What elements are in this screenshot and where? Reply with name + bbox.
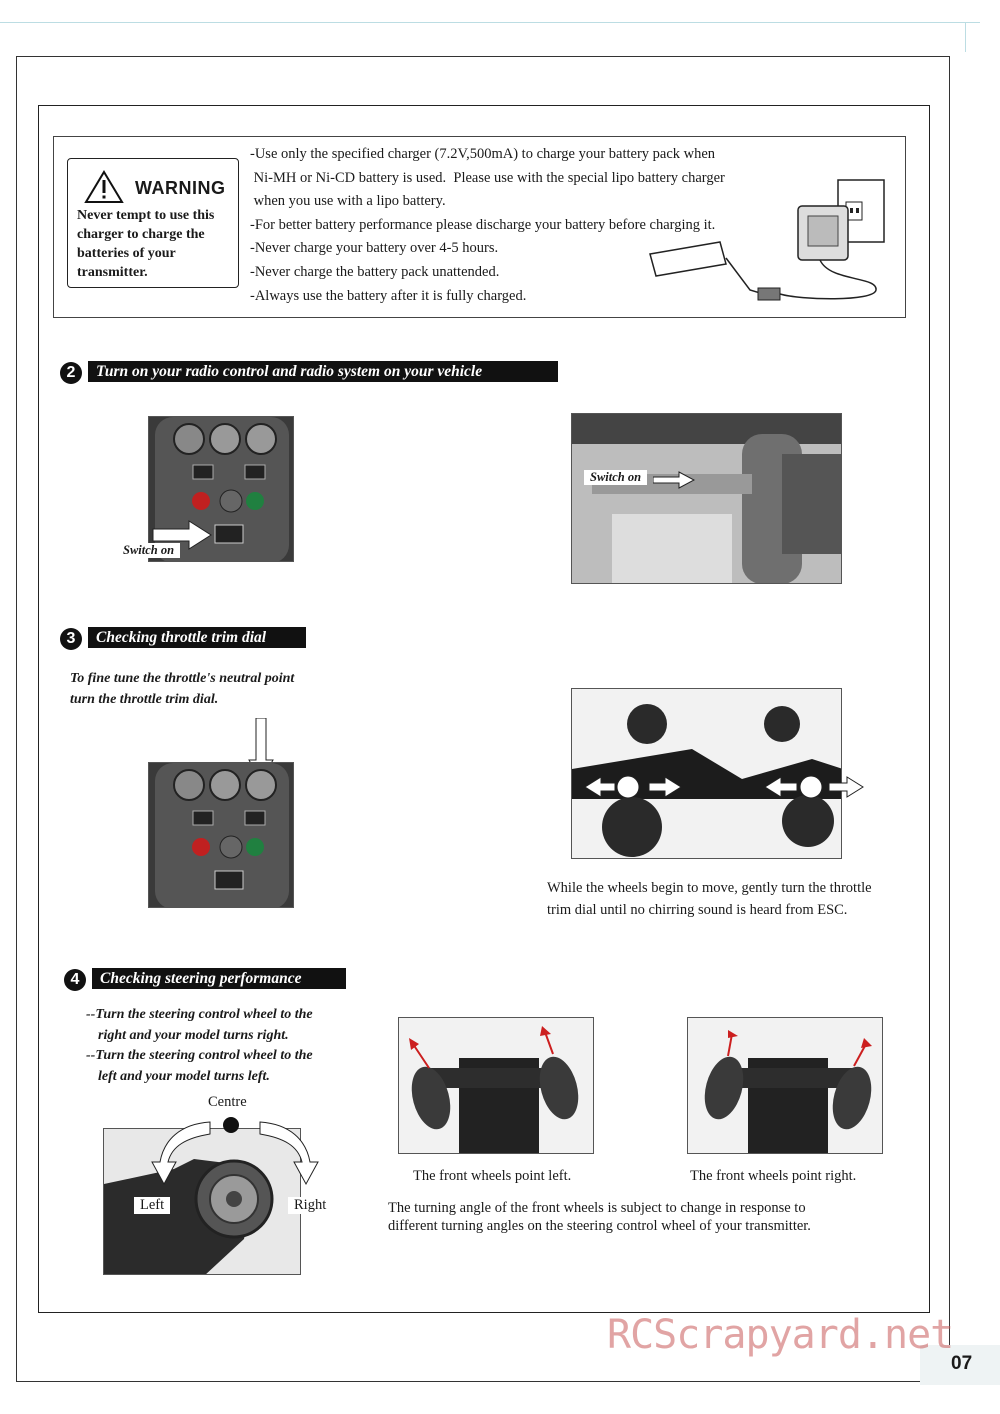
section-number-3: 3 — [60, 628, 82, 650]
warning-sign — [67, 158, 239, 288]
instruction-line: when you use with a lipo battery. — [250, 193, 446, 210]
instruction-line: -Never charge the battery pack unattende… — [250, 263, 500, 280]
wheel-direction-arrows — [585, 775, 864, 799]
instruction-line: -Never charge your battery over 4-5 hour… — [250, 240, 499, 257]
throttle-instruction-line-1: To fine tune the throttle's neutral poin… — [70, 671, 295, 686]
warning-title: WARNING — [135, 178, 226, 198]
centre-dot-icon — [223, 1117, 239, 1133]
steering-rotation-arrows — [151, 1117, 319, 1186]
vehicle-switch-photo — [571, 413, 842, 584]
section-title-3: Checking throttle trim dial — [88, 627, 306, 648]
page-corner-rule — [965, 22, 967, 52]
instruction-line: -Use only the specified charger (7.2V,50… — [250, 146, 716, 162]
transmitter-photo — [148, 416, 294, 562]
section-number-2: 2 — [60, 362, 82, 384]
switch-on-label-vehicle: Switch on — [584, 470, 648, 485]
left-label: Left — [134, 1197, 171, 1214]
throttle-caption-line-2: trim dial until no chirring sound is hea… — [547, 902, 848, 918]
steering-note-line-1: The turning angle of the front wheels is… — [388, 1200, 806, 1216]
switch-on-label-transmitter: Switch on — [117, 543, 181, 558]
steering-wheel-photo — [103, 1128, 301, 1275]
throttle-instruction-line-2: turn the throttle trim dial. — [70, 692, 219, 707]
throttle-caption-line-1: While the wheels begin to move, gently t… — [547, 880, 872, 896]
steering-step-line: left and your model turns left. — [98, 1069, 270, 1084]
caption-wheels-right: The front wheels point right. — [690, 1168, 857, 1184]
section-title-2: Turn on your radio control and radio sys… — [88, 361, 558, 382]
section-number-4: 4 — [64, 969, 86, 991]
wheels-left-photo — [398, 1017, 594, 1154]
page-number: 07 — [951, 1353, 973, 1374]
section-title-4: Checking steering performance — [92, 968, 346, 989]
instruction-line: Ni-MH or Ni-CD battery is used. Please u… — [250, 169, 725, 186]
buggy-side-photo — [571, 688, 842, 859]
steering-step-line: --Turn the steering control wheel to the — [86, 1007, 313, 1022]
instruction-line: -Always use the battery after it is full… — [250, 287, 527, 304]
steering-step-line: right and your model turns right. — [98, 1028, 289, 1043]
right-label: Right — [288, 1197, 333, 1214]
transmitter-trim-photo — [148, 762, 294, 908]
warning-instructions: -Use only the specified charger (7.2V,50… — [250, 143, 770, 308]
warning-box — [53, 136, 906, 318]
warning-note: Never tempt to use this charger to charg… — [77, 208, 215, 280]
inner-frame — [38, 105, 930, 1313]
steering-note-line-2: different turning angles on the steering… — [388, 1218, 811, 1234]
arrow-right-icon — [653, 471, 695, 489]
instruction-line: -For better battery performance please d… — [250, 216, 716, 233]
caption-wheels-left: The front wheels point left. — [413, 1168, 572, 1184]
centre-label: Centre — [208, 1094, 247, 1110]
warning-triangle-icon — [84, 170, 124, 203]
watermark: RCScrapyard.net — [607, 1312, 954, 1358]
steering-step-line: --Turn the steering control wheel to the — [86, 1048, 313, 1063]
page-number-tab — [920, 1345, 1000, 1385]
wheels-right-photo — [687, 1017, 883, 1154]
page-top-rule — [0, 22, 980, 23]
outer-frame — [16, 56, 950, 1382]
charger-illustration — [649, 179, 885, 301]
